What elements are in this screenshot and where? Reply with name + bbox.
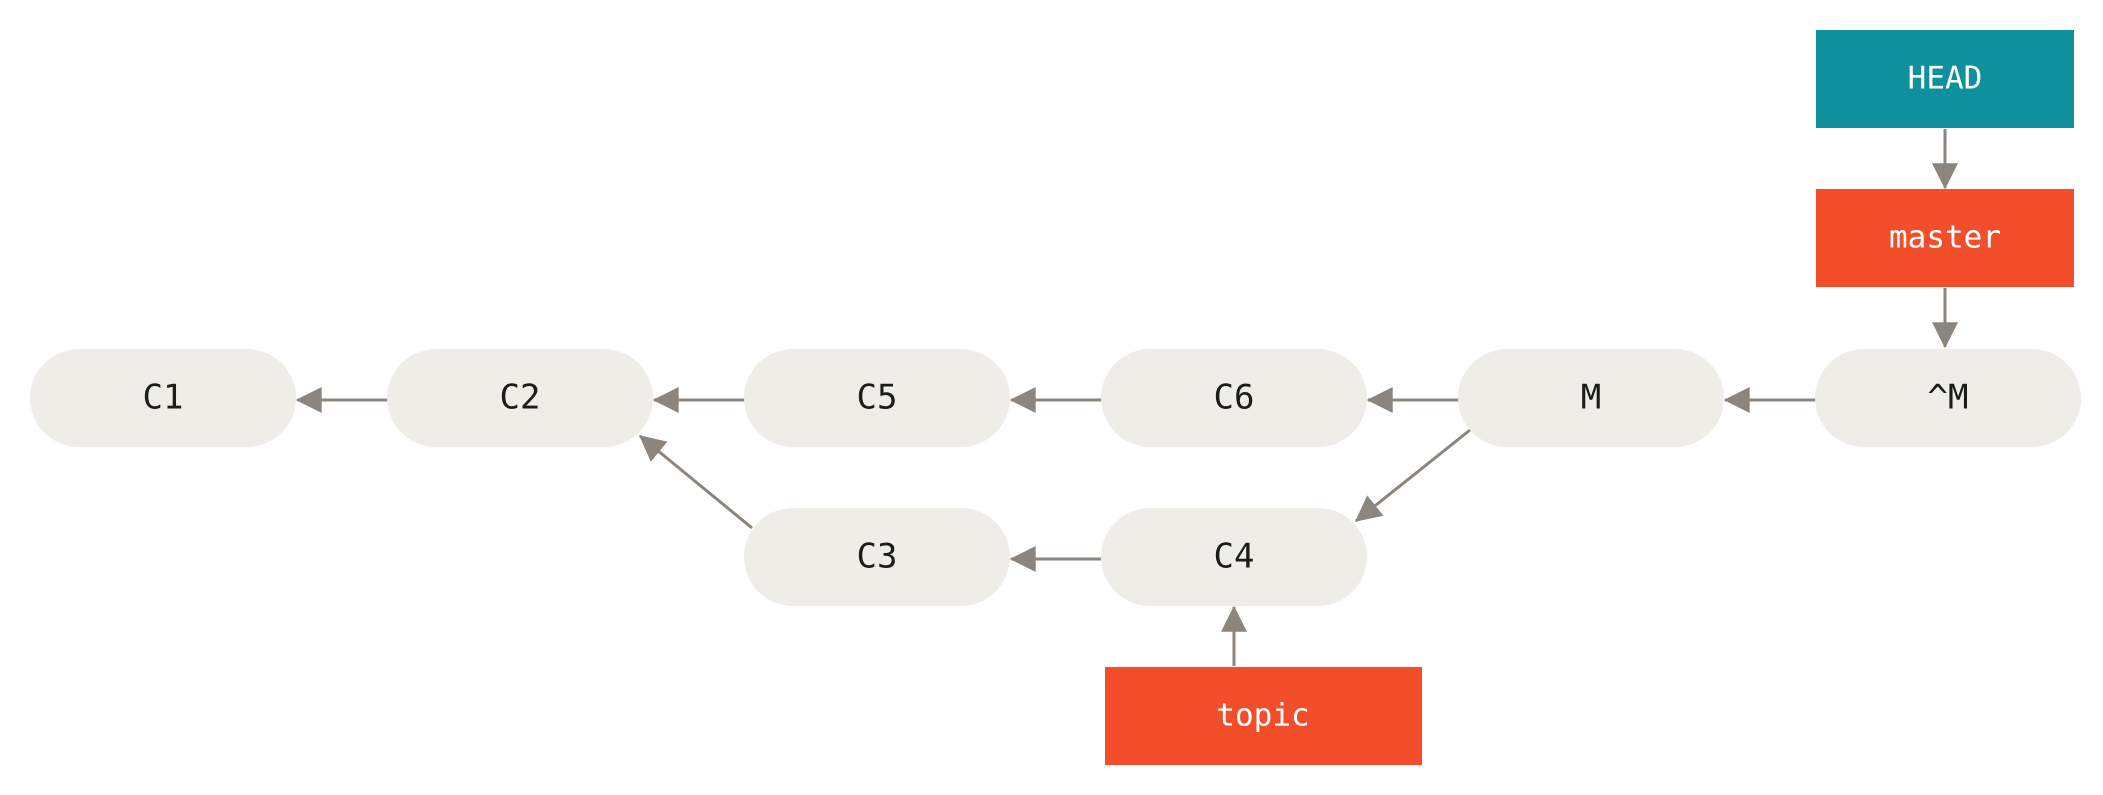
commit-m-label: M [1581,378,1601,418]
commit-c5: C5 [744,349,1010,447]
ref-topic-box [1105,667,1422,765]
edge-c3-to-c2 [638,434,753,530]
commit-c1: C1 [30,349,296,447]
edge-m-to-c4 [1354,428,1471,523]
ref-topic: topic [1105,667,1422,765]
ref-topic-label: topic [1216,698,1309,734]
commit-revert: ^M [1815,349,2081,447]
ref-master-label: master [1889,220,2001,256]
commit-c1-label: C1 [143,378,184,418]
commit-c4: C4 [1101,508,1367,606]
edges [295,129,1958,666]
commit-c6-label: C6 [1214,378,1255,418]
commit-c2-shape [387,349,653,447]
commit-c3-label: C3 [857,537,898,577]
commit-c4-label: C4 [1214,537,1255,577]
commit-c3: C3 [744,508,1010,606]
commit-c5-label: C5 [857,378,898,418]
commit-m-shape [1458,349,1724,447]
commit-revert-label: ^M [1928,378,1969,418]
ref-master: master [1816,189,2074,287]
commit-c5-shape [744,349,1010,447]
commit-c2: C2 [387,349,653,447]
ref-head: HEAD [1816,30,2074,128]
commit-c1-shape [30,349,296,447]
commit-m: M [1458,349,1724,447]
ref-head-box [1816,30,2074,128]
commit-c4-shape [1101,508,1367,606]
commit-c2-label: C2 [500,378,541,418]
commit-c6: C6 [1101,349,1367,447]
commit-revert-shape [1815,349,2081,447]
ref-master-box [1816,189,2074,287]
ref-head-label: HEAD [1908,61,1983,97]
commit-c3-shape [744,508,1010,606]
commit-c6-shape [1101,349,1367,447]
